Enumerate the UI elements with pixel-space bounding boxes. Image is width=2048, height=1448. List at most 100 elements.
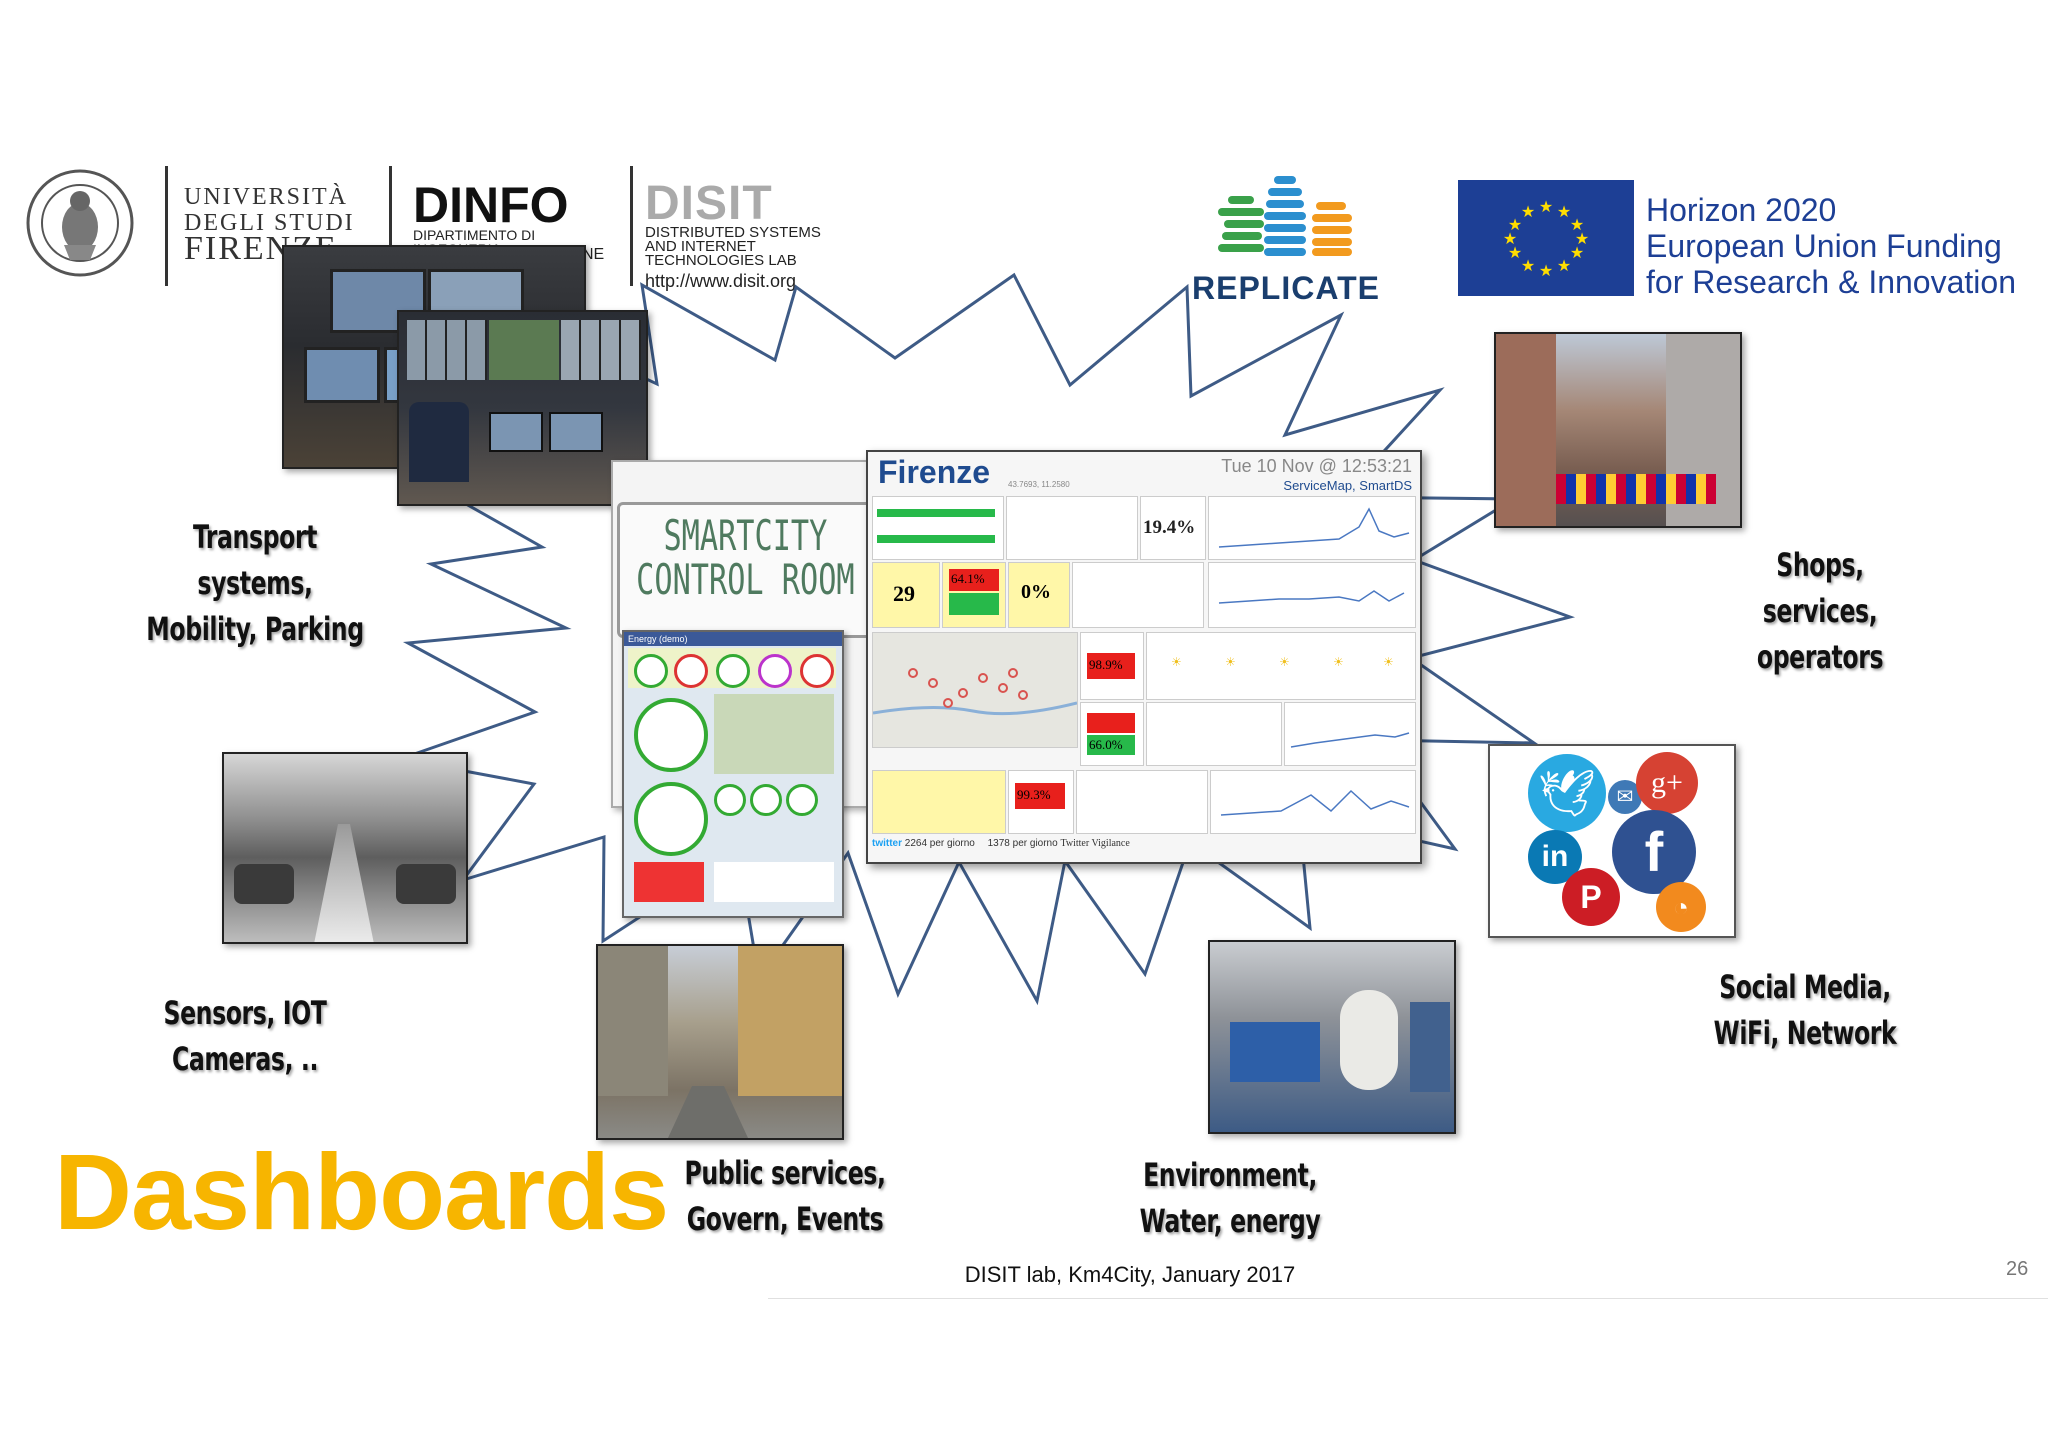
label-public: Public services, Govern, Events: [666, 1150, 904, 1242]
disit-logo: DISIT DISTRIBUTED SYSTEMS AND INTERNET T…: [645, 177, 875, 294]
svg-text:★: ★: [1508, 243, 1522, 262]
twitter-count: 2264 per giorno: [904, 838, 975, 849]
stat-value: 0%: [1021, 581, 1051, 603]
divider: [630, 166, 633, 286]
widget: [1072, 562, 1204, 628]
svg-text:★: ★: [1539, 197, 1553, 216]
sun-icon: ☀: [1171, 655, 1182, 669]
svg-text:★: ★: [1521, 202, 1535, 221]
dashboard-city-title: Firenze: [878, 454, 991, 490]
stat-value: 98.9%: [1089, 657, 1123, 672]
label-line: systems,: [197, 564, 313, 602]
slide-footer: DISIT lab, Km4City, January 2017: [964, 1262, 1296, 1287]
svg-text:★: ★: [1557, 256, 1571, 275]
footer-divider: [768, 1298, 2048, 1299]
widget: [1006, 496, 1138, 560]
weather-widget: ☀ ☀ ☀ ☀ ☀: [1146, 632, 1416, 700]
label-line: Environment,: [1143, 1156, 1317, 1194]
horizon-line3: for Research & Innovation: [1646, 264, 2016, 300]
unifi-line1: UNIVERSITÀ: [184, 184, 348, 210]
large-gauge-icon: [634, 698, 708, 772]
twitter-vigilance: Twitter Vigilance: [1060, 838, 1130, 849]
dinfo-title: DINFO: [413, 177, 569, 233]
water-plant-photo: [1208, 940, 1456, 1134]
firenze-dashboard[interactable]: Firenze 43.7693, 11.2580 Tue 10 Nov @ 12…: [866, 450, 1422, 864]
gauge-icon: [786, 784, 818, 816]
svg-text:★: ★: [1539, 261, 1553, 280]
gauge-icon: [714, 784, 746, 816]
gauge-icon: [716, 654, 750, 688]
dashboard-coords: 43.7693, 11.2580: [1008, 480, 1070, 489]
replicate-logo: REPLICATE: [1188, 168, 1388, 308]
replicate-text: REPLICATE: [1192, 270, 1380, 306]
stat-value: 66.0%: [1089, 737, 1123, 752]
horizon-text: Horizon 2020 European Union Funding for …: [1646, 192, 2046, 300]
label-line: services,: [1762, 592, 1878, 630]
disit-url[interactable]: http://www.disit.org: [645, 271, 797, 291]
stat-value: 99.3%: [1017, 787, 1051, 802]
twitter-icon: 🕊: [1528, 754, 1606, 832]
sun-icon: ☀: [1279, 655, 1290, 669]
gauge-icon: [758, 654, 792, 688]
widget: [1076, 770, 1208, 834]
sun-icon: ☀: [1333, 655, 1344, 669]
line-chart-icon: [1290, 732, 1410, 748]
disit-line1: DISTRIBUTED SYSTEMS: [645, 224, 821, 241]
unifi-logo: [14, 165, 154, 285]
page-number: 26: [2006, 1258, 2029, 1280]
map-widget: [872, 632, 1078, 748]
twitter-count-2: 1378 per giorno: [987, 838, 1058, 849]
disit-line3: TECHNOLOGIES LAB: [645, 252, 797, 269]
dashboard-footer: twitter 2264 per giorno 1378 per giorno …: [872, 838, 1416, 858]
street-photo: [596, 944, 844, 1140]
widget-chart: [1208, 496, 1416, 560]
label-line: Shops,: [1776, 546, 1864, 584]
sun-icon: ☀: [1383, 655, 1394, 669]
divider: [389, 166, 392, 286]
svg-text:★: ★: [1521, 256, 1535, 275]
widget: [872, 770, 1006, 834]
widget-stat: 64.1%: [942, 562, 1006, 628]
label-line: operators: [1756, 638, 1884, 676]
label-line: Transport: [192, 518, 318, 556]
dashboard-datetime: Tue 10 Nov @ 12:53:21: [1221, 456, 1412, 476]
gauge-icon: [800, 654, 834, 688]
shops-street-photo: [1494, 332, 1742, 528]
label-social: Social Media, WiFi, Network: [1686, 964, 1924, 1056]
parking-garage-photo: [222, 752, 468, 944]
disit-title: DISIT: [645, 177, 773, 230]
energy-dashboard[interactable]: Energy (demo): [622, 630, 844, 918]
label-line: Mobility, Parking: [146, 610, 364, 648]
widget: [872, 496, 1004, 560]
gauge-icon: [634, 654, 668, 688]
map-thumbnail: [714, 694, 834, 774]
disit-line2: AND INTERNET: [645, 238, 756, 255]
label-line: WiFi, Network: [1713, 1014, 1897, 1052]
divider: [165, 166, 168, 286]
large-gauge-icon: [634, 782, 708, 856]
unifi-seal-icon: [26, 169, 134, 277]
smartcity-title: SMARTCITY CONTROL ROOM: [623, 514, 854, 602]
svg-text:★: ★: [1570, 243, 1584, 262]
widget-chart: [1208, 562, 1416, 628]
line-chart-icon: [1218, 590, 1405, 604]
horizon-line1: Horizon 2020: [1646, 192, 1837, 228]
gauge-icon: [674, 654, 708, 688]
stat-value: 19.4%: [1143, 517, 1196, 538]
line-chart-icon: [1218, 507, 1410, 548]
facebook-icon: f: [1612, 810, 1696, 894]
energy-title: Energy (demo): [624, 632, 842, 646]
widget-stat: 29: [872, 562, 940, 628]
dinfo-line3: NE: [582, 246, 605, 263]
sun-icon: ☀: [1225, 655, 1236, 669]
stat-value: 29: [893, 581, 915, 606]
svg-text:★: ★: [1557, 202, 1571, 221]
label-line: Water, energy: [1139, 1202, 1321, 1240]
dashboard-sources: ServiceMap, SmartDS: [1283, 478, 1412, 493]
widget-stat: 99.3%: [1008, 770, 1074, 834]
label-sensors: Sensors, IOT Cameras, ..: [134, 990, 355, 1082]
svg-text:★: ★: [1508, 215, 1522, 234]
widget-stat: 66.0%: [1080, 702, 1144, 766]
horizon-line2: European Union Funding: [1646, 228, 2002, 264]
control-room-photo: [397, 310, 648, 506]
